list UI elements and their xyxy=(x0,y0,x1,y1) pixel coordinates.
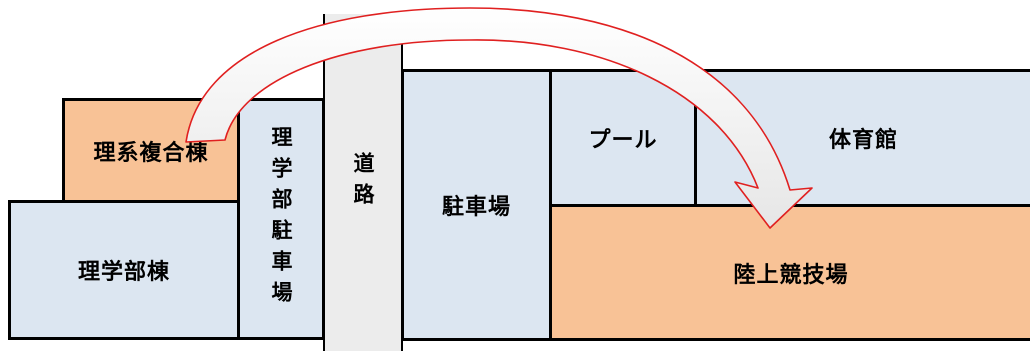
parking: 駐車場 xyxy=(401,69,552,341)
athletic-field-label: 陸上競技場 xyxy=(733,262,849,288)
gymnasium-label: 体育館 xyxy=(828,128,898,153)
parking-label: 駐車場 xyxy=(441,195,511,220)
gymnasium: 体育館 xyxy=(694,69,1030,207)
science-building-label: 理学部棟 xyxy=(77,260,170,285)
science-complex-building: 理系複合棟 xyxy=(62,98,240,204)
science-parking: 理学部駐車場 xyxy=(237,98,325,340)
road-label: 道路 xyxy=(351,151,375,214)
science-complex-label: 理系複合棟 xyxy=(93,141,209,166)
pool-label: プール xyxy=(588,128,658,153)
athletic-field: 陸上競技場 xyxy=(549,204,1030,341)
science-parking-label: 理学部駐車場 xyxy=(269,126,293,312)
science-building: 理学部棟 xyxy=(8,200,240,340)
pool: プール xyxy=(549,69,697,207)
road: 道路 xyxy=(323,14,403,351)
